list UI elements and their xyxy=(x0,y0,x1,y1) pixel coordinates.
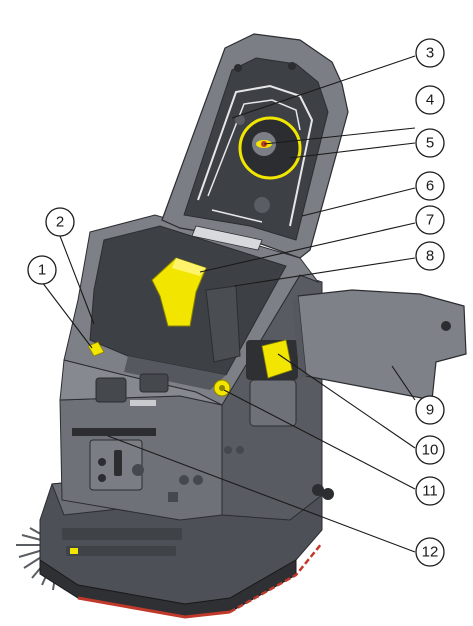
callout-4: 4 xyxy=(415,85,445,115)
callout-2: 2 xyxy=(45,207,75,237)
callout-1: 1 xyxy=(27,255,57,285)
callout-9-label: 9 xyxy=(426,402,434,419)
callout-11-label: 11 xyxy=(422,483,438,500)
callout-4-label: 4 xyxy=(426,92,434,109)
callout-6-label: 6 xyxy=(426,178,434,195)
callout-8: 8 xyxy=(415,241,445,271)
callout-6: 6 xyxy=(415,171,445,201)
callout-3: 3 xyxy=(415,38,445,68)
callout-10: 10 xyxy=(415,435,445,465)
main-body xyxy=(59,214,334,521)
callout-7-label: 7 xyxy=(426,212,434,229)
callout-5-label: 5 xyxy=(426,135,434,152)
callout-12: 12 xyxy=(415,537,445,567)
callout-8-label: 8 xyxy=(426,248,434,265)
callout-12-label: 12 xyxy=(422,544,439,561)
callout-1-label: 1 xyxy=(38,262,46,279)
callout-5: 5 xyxy=(415,128,445,158)
callout-11: 11 xyxy=(415,476,445,506)
callout-7: 7 xyxy=(415,205,445,235)
yellow-handle xyxy=(151,257,207,327)
side-door xyxy=(292,289,467,401)
callout-2-label: 2 xyxy=(56,214,64,231)
callout-3-label: 3 xyxy=(426,45,434,62)
tank-lid xyxy=(161,33,349,259)
callout-10-label: 10 xyxy=(422,442,439,459)
yellow-side-part xyxy=(261,339,293,379)
leader-lines xyxy=(41,55,416,553)
yellow-valve xyxy=(87,341,105,357)
yellow-cap xyxy=(213,379,231,397)
callout-9: 9 xyxy=(415,395,445,425)
